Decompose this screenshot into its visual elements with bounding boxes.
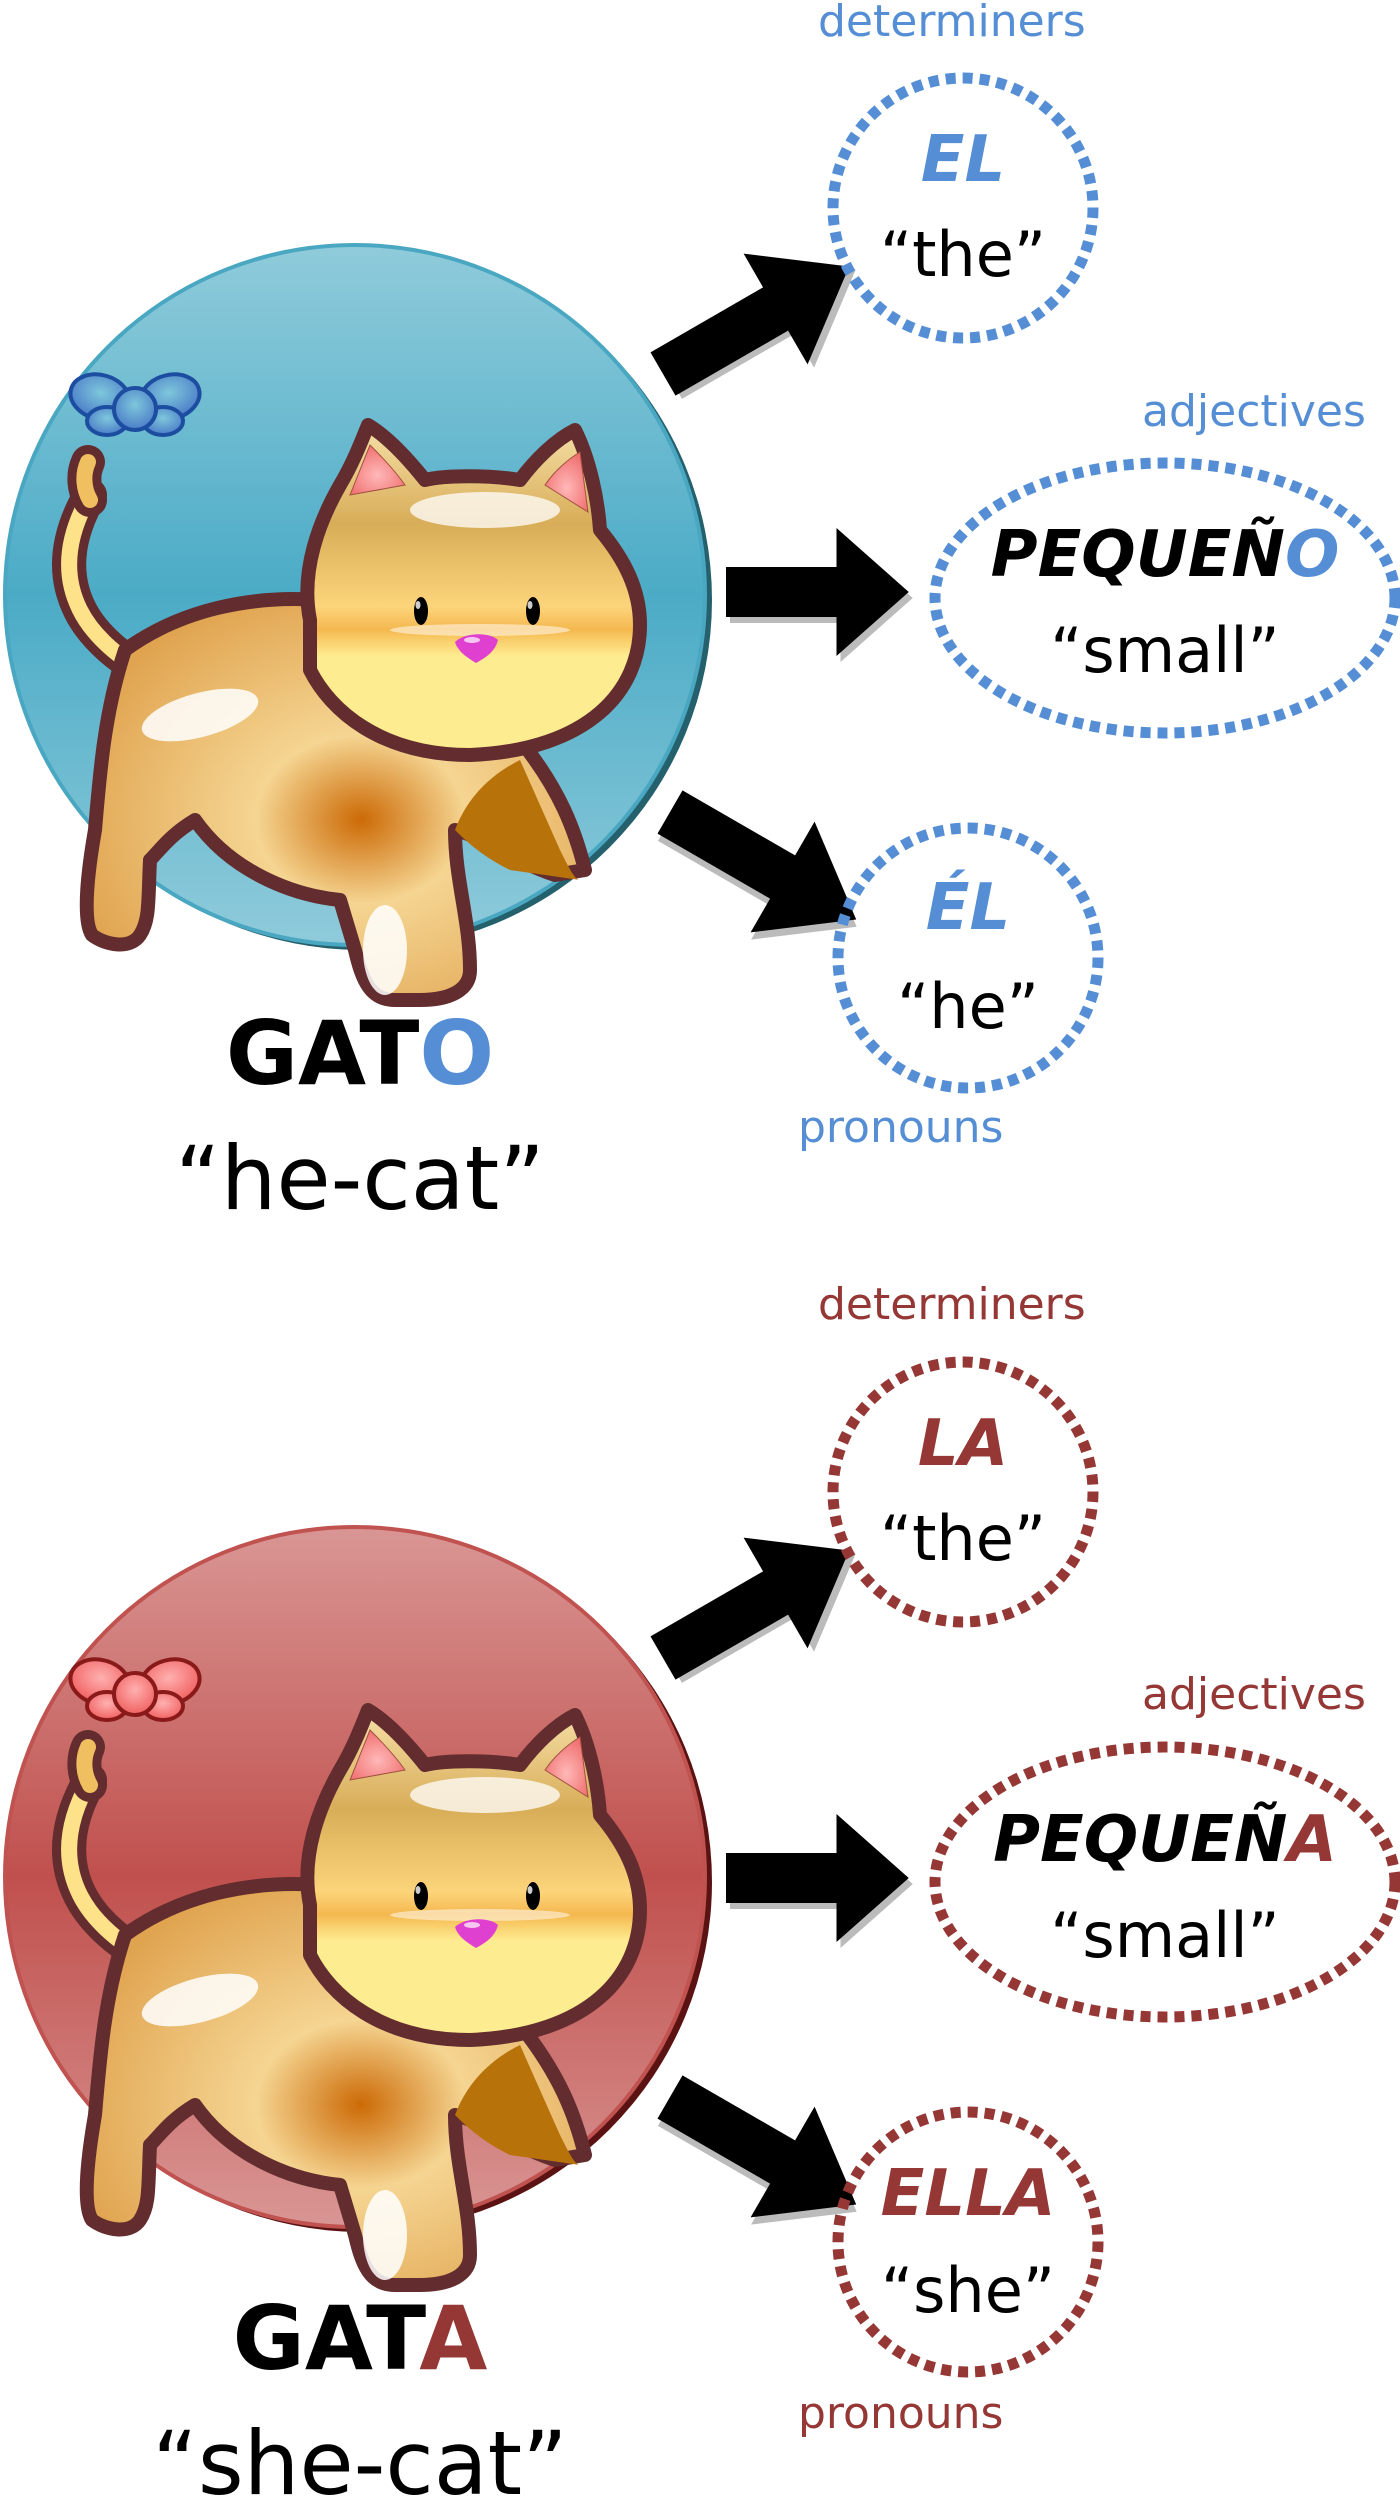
pronoun-gloss: “he” (897, 970, 1039, 1043)
noun-gloss: “he-cat” (175, 1127, 545, 1230)
adjectives-label: adjectives (1142, 1669, 1366, 1720)
pronoun-gloss: “she” (881, 2254, 1055, 2327)
determiners-label: determiners (818, 1279, 1086, 1330)
noun-stem: GAT (232, 2287, 420, 2390)
noun-gato: GATO (0, 1010, 720, 1098)
determiner-word-text: EL (920, 123, 1006, 197)
noun-gata: GATA (0, 2295, 720, 2383)
determiner-word: LA (833, 1412, 1093, 1476)
noun-ending: O (419, 1002, 495, 1105)
determiners-label: determiners (818, 0, 1086, 47)
pronoun-word-text: ELLA (880, 2157, 1056, 2231)
adjectives-ring (929, 457, 1400, 739)
pronoun-word-text: ÉL (925, 871, 1011, 945)
determiner-word: EL (833, 128, 1093, 192)
masculine-section (3, 72, 1400, 1094)
determiners-ring (827, 72, 1099, 344)
adjective-word: PEQUEÑO (935, 523, 1395, 587)
pronouns-ring (832, 822, 1104, 1094)
determiner-word-text: LA (917, 1407, 1009, 1481)
determiners-ring (827, 1356, 1099, 1628)
adjective-stem: PEQUEÑ (990, 518, 1285, 592)
adjective-word: PEQUEÑA (935, 1808, 1395, 1872)
adjective-gloss: “small” (1050, 1899, 1280, 1972)
arrow-to-adjectives-icon (726, 1814, 913, 1948)
pronouns-label: pronouns (798, 1102, 1004, 1153)
adjective-ending: A (1287, 1803, 1337, 1877)
pronouns-label: pronouns (798, 2388, 1004, 2439)
arrow-to-adjectives-icon (726, 528, 913, 662)
noun-ending: A (419, 2287, 488, 2390)
adjective-stem: PEQUEÑ (993, 1803, 1288, 1877)
adjective-ending: O (1284, 518, 1340, 592)
arrow-to-pronouns-icon (638, 2041, 889, 2268)
pronouns-ring (832, 2106, 1104, 2378)
adjective-gloss: “small” (1050, 614, 1280, 687)
pronoun-word: ELLA (838, 2162, 1098, 2226)
pronoun-word: ÉL (838, 876, 1098, 940)
arrow-to-pronouns-icon (638, 756, 889, 983)
noun-gloss: “she-cat” (152, 2412, 568, 2515)
adjectives-label: adjectives (1142, 386, 1366, 437)
determiner-gloss: “the” (880, 218, 1046, 291)
noun-stem: GAT (225, 1002, 420, 1105)
adjectives-ring (929, 1741, 1400, 2023)
determiner-gloss: “the” (880, 1502, 1046, 1575)
feminine-section (3, 1356, 1400, 2378)
